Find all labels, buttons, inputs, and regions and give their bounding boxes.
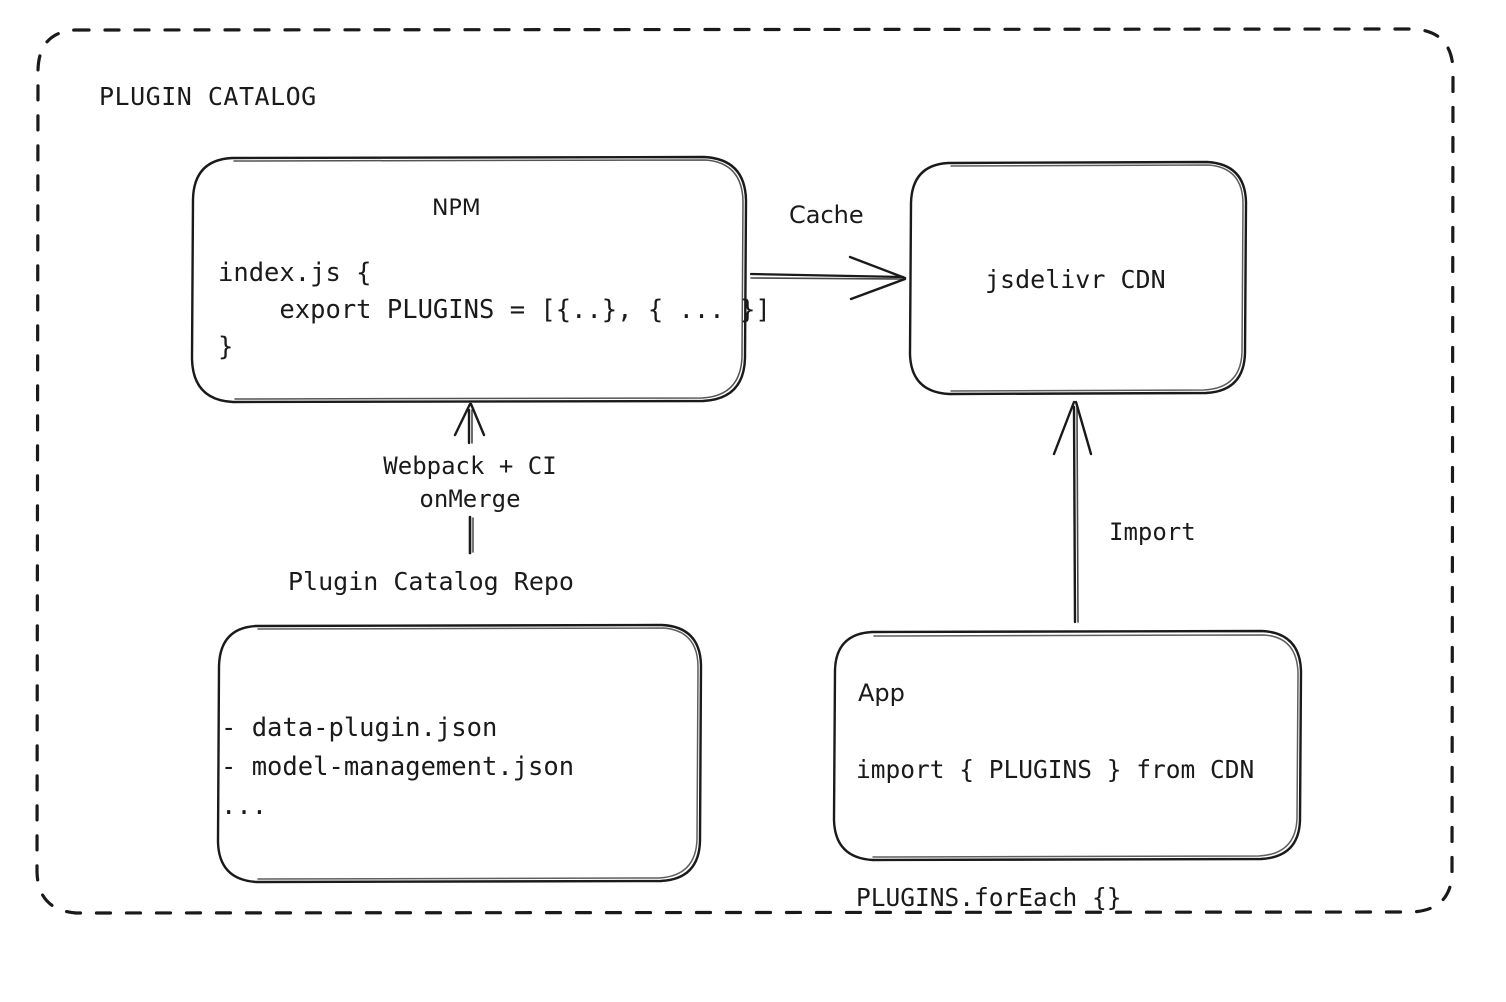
edge-label-webpack-ci: Webpack + CI onMerge bbox=[383, 452, 557, 513]
app-node-code: import { PLUGINS } from CDN PLUGINS.forE… bbox=[856, 755, 1255, 912]
group-title: PLUGIN CATALOG bbox=[99, 82, 317, 111]
npm-node-title: NPM bbox=[432, 196, 481, 221]
cdn-node-title: jsdelivr CDN bbox=[985, 265, 1166, 294]
app-node-title: App bbox=[858, 679, 905, 707]
arrow-app-to-cdn bbox=[1052, 400, 1093, 624]
edge-label-cache: Cache bbox=[789, 201, 864, 229]
npm-node-code: index.js { export PLUGINS = [{..}, { ...… bbox=[218, 258, 771, 362]
repo-node-file-list: - data-plugin.json - model-management.js… bbox=[221, 713, 575, 821]
arrow-npm-to-cdn bbox=[749, 255, 907, 301]
repo-node-caption: Plugin Catalog Repo bbox=[288, 567, 574, 596]
edge-label-import: Import bbox=[1109, 518, 1196, 546]
